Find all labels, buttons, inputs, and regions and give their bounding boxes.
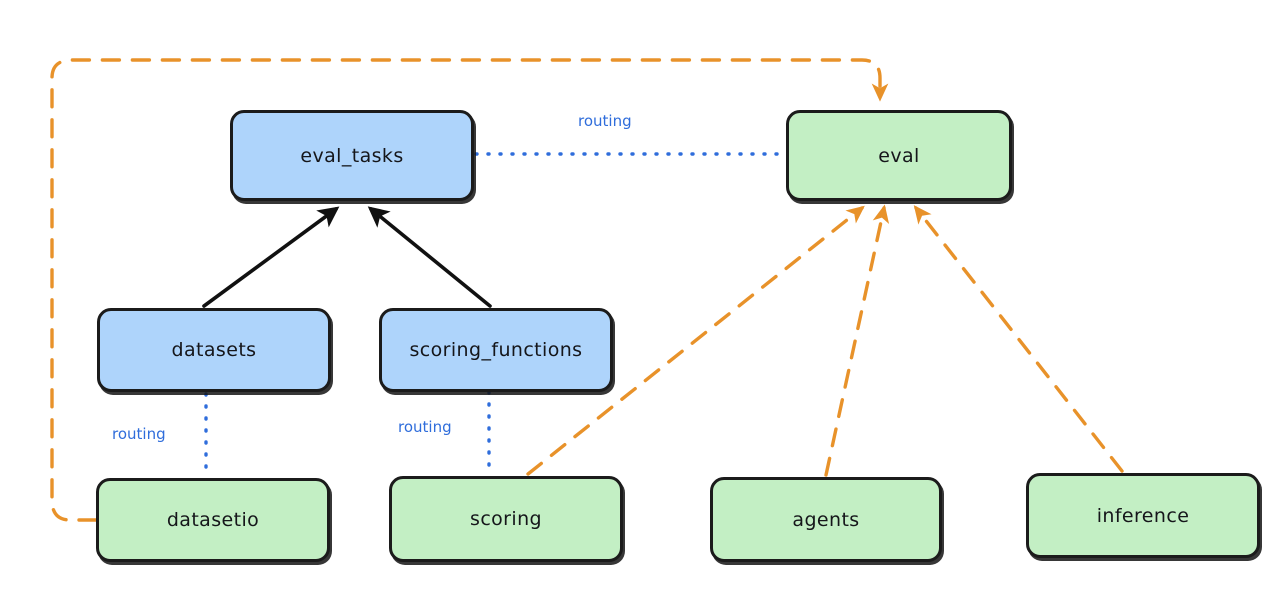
- node-label-datasetio: datasetio: [166, 509, 260, 531]
- node-label-datasets: datasets: [171, 339, 257, 361]
- node-label-eval-tasks: eval_tasks: [300, 144, 404, 167]
- edge-agents-eval: [824, 204, 890, 477]
- node-label-scoring-functions: scoring_functions: [409, 339, 583, 361]
- node-datasets[interactable]: datasets: [97, 308, 331, 392]
- node-agents[interactable]: agents: [710, 477, 942, 562]
- node-scoring[interactable]: scoring: [389, 476, 623, 562]
- edge-scoring-eval: [526, 205, 865, 476]
- node-eval[interactable]: eval: [786, 110, 1012, 201]
- edge-datasets-eval-tasks: [202, 206, 340, 308]
- edge-scoring-functions-eval-tasks: [367, 206, 492, 308]
- node-label-agents: agents: [792, 508, 860, 531]
- node-label-inference: inference: [1096, 504, 1190, 527]
- edge-datasetio-eval: [50, 58, 889, 522]
- node-inference[interactable]: inference: [1026, 473, 1260, 558]
- edge-label-routing-datasets-datasetio: routing: [112, 425, 166, 443]
- edge-label-routing-scoring-functions-scoring: routing: [398, 418, 452, 436]
- node-scoring-functions[interactable]: scoring_functions: [379, 308, 613, 392]
- node-eval-tasks[interactable]: eval_tasks: [230, 110, 474, 201]
- node-datasetio[interactable]: datasetio: [96, 478, 330, 562]
- edge-label-routing-eval-tasks-eval: routing: [578, 112, 632, 130]
- node-label-scoring: scoring: [470, 508, 542, 530]
- edge-inference-eval: [913, 205, 1124, 473]
- node-label-eval: eval: [878, 144, 920, 167]
